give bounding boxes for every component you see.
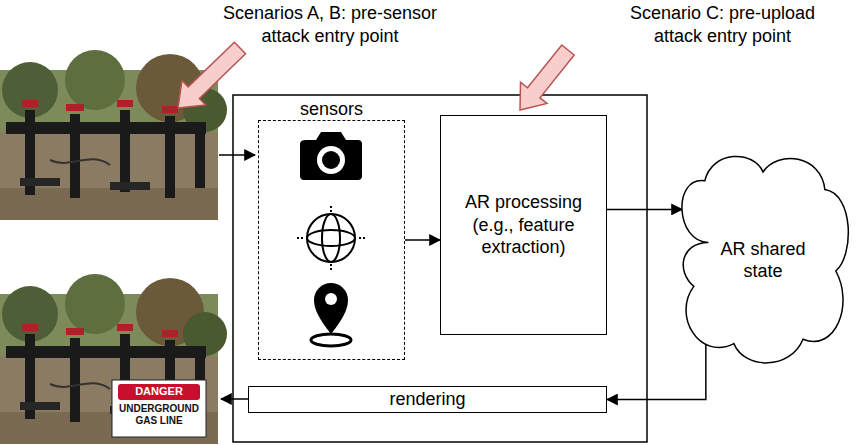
gyroscope-icon [322, 214, 340, 262]
annotation-label: Scenario C: pre-upload attack entry poin… [610, 2, 835, 47]
attack-arrow [178, 42, 246, 108]
annotation-label: Scenarios A, B: pre-sensor attack entry … [210, 2, 450, 47]
location-icon [311, 283, 351, 346]
connector-arrow [607, 344, 706, 399]
camera-icon [300, 132, 362, 180]
location-base [311, 334, 351, 346]
location-pin [325, 293, 337, 305]
gyroscope-icon [307, 214, 355, 262]
node-label: AR processing (e.g., feature extraction) [454, 191, 594, 259]
cloud-outline [682, 156, 848, 362]
gyroscope-icon [297, 206, 365, 270]
process-box: AR processing (e.g., feature extraction) [440, 115, 607, 335]
device-outline [233, 95, 647, 442]
group-heading: sensors [259, 98, 404, 121]
danger-sign [112, 380, 206, 437]
node-label: rendering [389, 388, 465, 411]
gyroscope-icon [307, 230, 355, 246]
input-arrow [219, 154, 255, 156]
attack-arrow [520, 45, 574, 110]
site-photo [0, 274, 227, 444]
location-pin [314, 283, 348, 334]
camera-lens [322, 151, 340, 169]
camera-lens [317, 146, 345, 174]
gyroscope-icon [297, 206, 365, 270]
cloud-shape: AR shared state [672, 150, 854, 370]
connector-arrow [405, 239, 440, 241]
node-label: AR shared state [708, 238, 818, 283]
output-arrow [221, 398, 248, 400]
sign-text: UNDERGROUND GAS LINE [114, 403, 204, 427]
sign-text: DANGER [118, 384, 200, 399]
process-box: rendering [248, 386, 607, 413]
camera-icon [300, 132, 362, 180]
connector-arrow [607, 209, 682, 211]
danger-banner [118, 384, 200, 400]
site-photo [0, 50, 227, 220]
sensor-group: sensors [258, 120, 405, 360]
cloud-outline [672, 150, 854, 370]
